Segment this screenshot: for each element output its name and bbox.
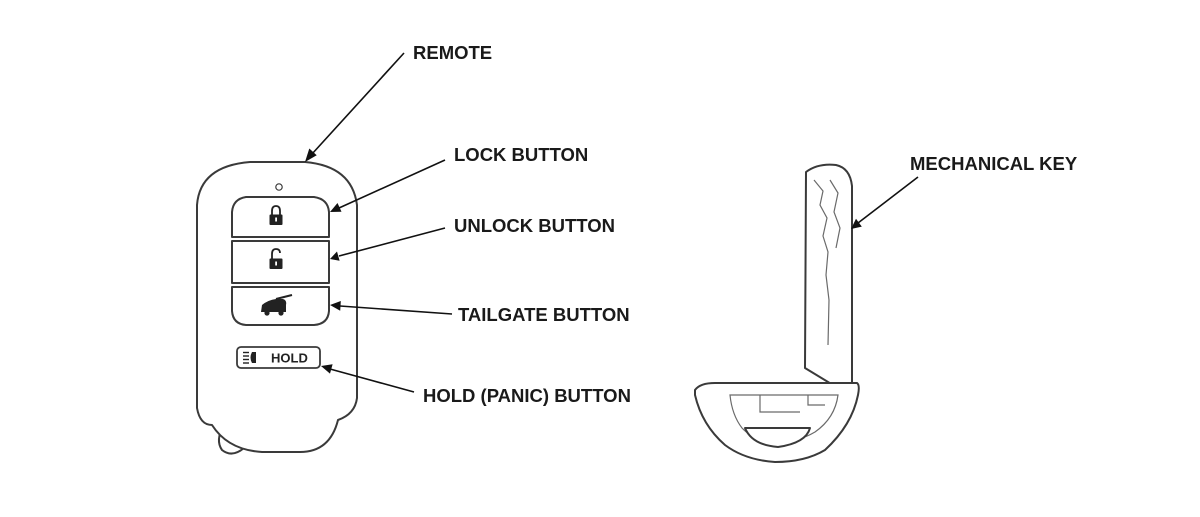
unlock-button-label: UNLOCK BUTTON — [454, 215, 615, 236]
tailgate-button-label: TAILGATE BUTTON — [458, 304, 630, 325]
callout-labels: REMOTE LOCK BUTTON UNLOCK BUTTON TAILGAT… — [413, 42, 1078, 406]
unlocked-padlock-icon — [269, 248, 283, 269]
remote: HOLD — [196, 161, 358, 455]
key-blade-groove-secondary — [829, 179, 841, 249]
locked-padlock-icon — [269, 205, 283, 225]
key-blade[interactable] — [804, 163, 853, 386]
lock-button[interactable] — [231, 196, 330, 238]
key-blade-groove — [813, 179, 830, 346]
mechanical-key — [694, 163, 860, 463]
unlock-button[interactable] — [231, 240, 330, 284]
unlock-button-leader-arrow — [330, 251, 340, 261]
tailgate-button-leader-arrow — [330, 301, 341, 311]
headlight-flash-icon — [243, 351, 256, 364]
mechanical-key-leader-arrow — [851, 218, 862, 229]
hold-button-leader — [329, 368, 415, 393]
hold-button-label: HOLD — [271, 351, 308, 366]
lock-button-label: LOCK BUTTON — [454, 144, 588, 165]
tailgate-button[interactable] — [231, 286, 330, 326]
hold-button-leader-arrow — [321, 364, 333, 374]
hold-button-shape[interactable] — [236, 346, 321, 369]
lock-button-leader — [338, 159, 446, 209]
key-head-internal-lines — [759, 395, 825, 413]
mechanical-key-leader — [857, 176, 919, 224]
unlock-button-leader — [338, 227, 446, 257]
tailgate-button-leader — [339, 305, 453, 315]
remote-leader — [311, 52, 405, 155]
hold-panic-button-label: HOLD (PANIC) BUTTON — [423, 385, 631, 406]
mechanical-key-label: MECHANICAL KEY — [910, 153, 1078, 174]
lock-button-leader-arrow — [330, 203, 342, 212]
key-head[interactable] — [694, 382, 860, 463]
hold-button[interactable]: HOLD — [236, 346, 321, 369]
key-head-recess — [744, 427, 811, 448]
remote-leader-arrow — [305, 148, 317, 162]
remote-label: REMOTE — [413, 42, 492, 63]
vehicle-tailgate-icon — [261, 294, 293, 316]
callout-leaders — [305, 52, 919, 393]
led-indicator — [275, 183, 283, 191]
